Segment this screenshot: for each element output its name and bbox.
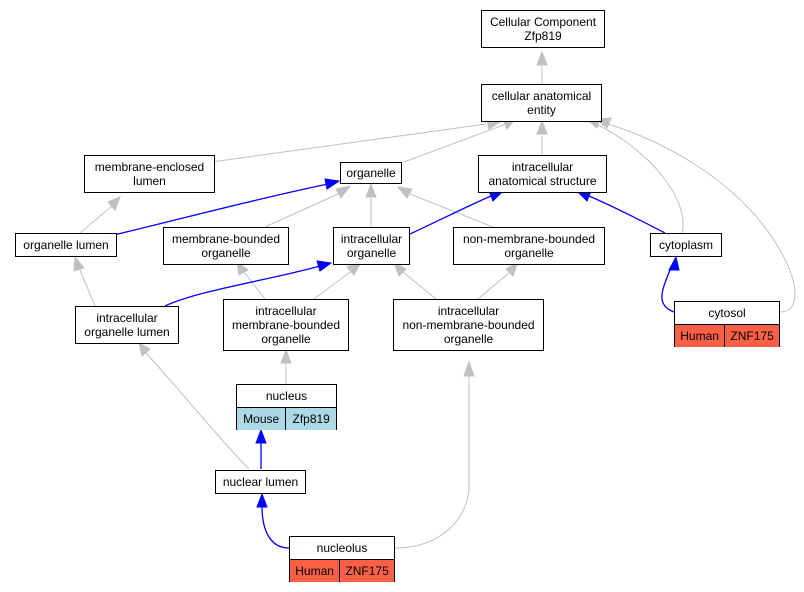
node-cytosol[interactable]: cytosol Human ZNF175 xyxy=(674,301,780,347)
node-label-line: membrane-bounded xyxy=(231,318,341,332)
node-label-line: intracellular xyxy=(340,232,403,246)
node-label-line: membrane-enclosed xyxy=(94,160,205,174)
arrowhead-organelle-nmbo xyxy=(396,186,413,199)
node-intracellular-non-membrane-bounded-organelle[interactable]: intracellular non-membrane-bounded organ… xyxy=(393,299,544,351)
node-label-line: lumen xyxy=(133,174,166,188)
node-membrane-enclosed-lumen[interactable]: membrane-enclosed lumen xyxy=(84,155,215,193)
arrowhead-cytoplasm-blue xyxy=(668,255,680,271)
edge-mbo-organelle xyxy=(264,193,339,228)
edge-cytoplasm-ias-blue xyxy=(588,195,666,234)
gene-cell: Zfp819 xyxy=(285,408,337,430)
node-nuclear-lumen[interactable]: nuclear lumen xyxy=(215,470,306,494)
arrowhead-io-inmbo xyxy=(393,261,407,277)
gene-cell: ZNF175 xyxy=(724,325,780,347)
edge-io-ias-blue xyxy=(409,195,492,235)
node-intracellular-organelle-lumen[interactable]: intracellular organelle lumen xyxy=(75,306,179,344)
edge-organelle-cae xyxy=(403,123,507,163)
species-cell: Human xyxy=(675,325,725,347)
edge-ol-mel xyxy=(79,205,113,234)
species-cell: Mouse xyxy=(237,408,286,430)
arrowhead-organelle-blue-1 xyxy=(324,178,341,190)
node-membrane-bounded-organelle[interactable]: membrane-bounded organelle xyxy=(163,227,289,265)
node-label-line: cellular anatomical xyxy=(491,89,592,103)
arrowhead-cae-ias xyxy=(536,119,548,135)
node-title: nucleus xyxy=(237,385,336,408)
node-intracellular-organelle[interactable]: intracellular organelle xyxy=(333,227,410,265)
arrowhead-root xyxy=(536,50,548,66)
edge-cytoplasm-cae xyxy=(595,123,684,234)
edge-ol-organelle-blue xyxy=(109,183,329,237)
node-label-line: organelle lumen xyxy=(84,325,170,339)
node-label-line: membrane-bounded xyxy=(171,232,281,246)
edge-mel-cae xyxy=(211,123,487,163)
node-label-line: non-membrane-bounded xyxy=(402,318,535,332)
arrowhead-nucleus-blue xyxy=(255,428,267,444)
arrowhead-organelle-mbo xyxy=(335,185,352,199)
node-label-line: intracellular xyxy=(255,304,317,318)
node-non-membrane-bounded-organelle[interactable]: non-membrane-bounded organelle xyxy=(453,227,605,265)
node-label-line: Zfp819 xyxy=(524,29,562,43)
node-label-line: intracellular xyxy=(511,160,574,174)
arrowhead-inmbo-nucleolus xyxy=(463,360,475,377)
edge-nucleolus-nl-blue xyxy=(261,505,290,549)
edge-inmbo-nmbo xyxy=(477,271,511,300)
edge-imbo-mbo xyxy=(243,271,266,300)
edge-nmbo-organelle xyxy=(409,193,494,228)
node-intracellular-anatomical-structure[interactable]: intracellular anatomical structure xyxy=(478,155,607,193)
node-label-line: organelle xyxy=(261,332,311,346)
node-label-line: cytoplasm xyxy=(658,238,714,252)
edge-inmbo-io xyxy=(402,271,437,300)
edge-nl-iol xyxy=(145,352,250,470)
node-label-line: Cellular Component xyxy=(489,15,597,29)
edge-imbo-io xyxy=(313,271,351,300)
node-intracellular-membrane-bounded-organelle[interactable]: intracellular membrane-bounded organelle xyxy=(223,299,349,351)
annotation-row: Human ZNF175 xyxy=(290,560,395,582)
node-label-line: intracellular xyxy=(96,311,158,325)
node-label-line: nuclear lumen xyxy=(222,475,299,489)
gene-cell: ZNF175 xyxy=(339,560,395,582)
edge-cytosol-cae xyxy=(607,123,796,313)
node-label-line: organelle xyxy=(346,246,397,260)
node-nucleus[interactable]: nucleus Mouse Zfp819 xyxy=(236,384,337,430)
node-cytoplasm[interactable]: cytoplasm xyxy=(650,233,722,257)
arrowhead-nl-blue xyxy=(256,492,268,508)
node-label-line: organelle xyxy=(346,166,396,180)
node-label-line: intracellular xyxy=(437,304,500,318)
node-title: cytosol xyxy=(675,302,779,325)
node-title: nucleolus xyxy=(290,537,394,560)
arrowhead-io-blue xyxy=(316,260,333,272)
arrowhead-imbo-nucleus xyxy=(280,348,292,364)
arrowhead-mel-ol xyxy=(107,196,121,211)
arrowhead-mbo-imbo xyxy=(236,260,249,276)
edge-iol-ol xyxy=(79,269,96,307)
node-cellular-anatomical-entity[interactable]: cellular anatomical entity xyxy=(481,84,602,122)
node-cellular-component-root[interactable]: Cellular Component Zfp819 xyxy=(481,10,605,48)
node-organelle[interactable]: organelle xyxy=(340,162,402,184)
node-nucleolus[interactable]: nucleolus Human ZNF175 xyxy=(289,536,395,582)
node-label-line: organelle xyxy=(504,246,554,260)
annotation-row: Human ZNF175 xyxy=(675,325,780,347)
node-label-line: non-membrane-bounded xyxy=(462,232,596,246)
node-organelle-lumen[interactable]: organelle lumen xyxy=(15,233,117,257)
annotation-row: Mouse Zfp819 xyxy=(237,408,337,430)
node-label-line: organelle lumen xyxy=(23,238,109,252)
edge-iol-io-blue xyxy=(164,265,321,307)
edge-nucleolus-inmbo xyxy=(394,376,470,549)
species-cell: Human xyxy=(290,560,340,582)
arrowhead-organelle-io xyxy=(365,182,377,198)
edge-cytosol-cytoplasm-blue xyxy=(661,269,675,313)
arrowhead-nmbo-inmbo xyxy=(505,260,519,277)
arrowhead-iol-nl xyxy=(138,342,151,357)
node-label-line: entity xyxy=(527,103,556,117)
node-label-line: organelle xyxy=(443,332,494,346)
node-label-line: anatomical structure xyxy=(488,174,597,188)
node-label-line: organelle xyxy=(201,246,251,260)
arrowhead-ol-iol xyxy=(73,255,85,272)
